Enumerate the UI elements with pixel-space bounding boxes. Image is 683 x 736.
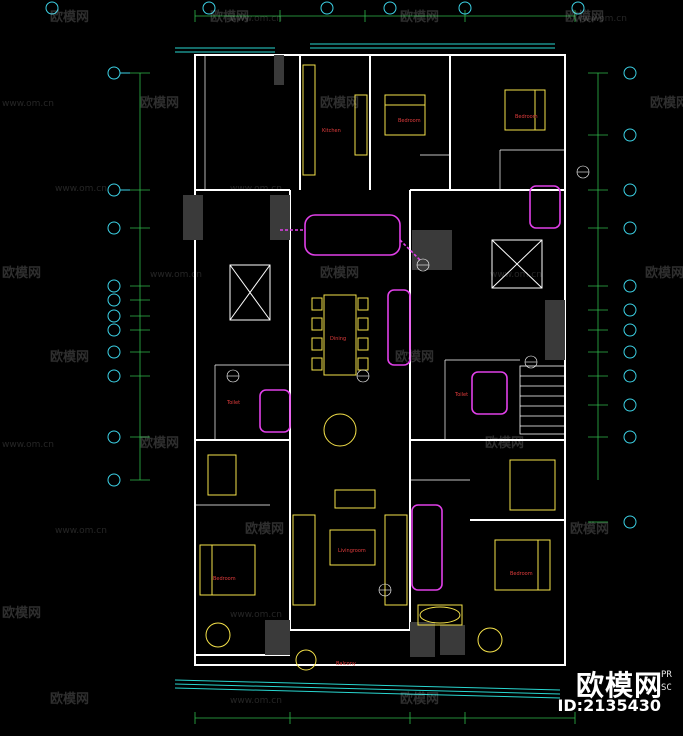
title-block-scale: SC [661, 683, 672, 693]
room-label-toilet-w: Toilet [226, 400, 240, 406]
interior-lines [195, 55, 565, 506]
room-label-bedroom-ne: Bedroom [515, 114, 538, 120]
brand-id: ID:2135430 [557, 696, 661, 715]
room-label-living: Livingroom [338, 548, 366, 554]
detail-tag [576, 165, 590, 179]
detail-tags [226, 165, 590, 597]
detail-tag [378, 583, 392, 597]
axis-bubbles-left [107, 66, 130, 487]
room-label-bedroom-se: Bedroom [510, 571, 533, 577]
axis-bubbles-top [45, 1, 585, 15]
room-label-toilet-e: Toilet [454, 392, 468, 398]
wall-fills [183, 55, 565, 657]
room-label-kitchen: Kitchen [322, 128, 341, 134]
detail-tag [524, 355, 538, 369]
detail-tag [416, 258, 430, 272]
stairs [519, 365, 566, 435]
furniture [199, 64, 556, 671]
dimension-lines [139, 10, 599, 724]
room-label-master-bedroom: Bedroom [398, 118, 421, 124]
detail-tag [356, 369, 370, 383]
room-label-dining: Dining [330, 336, 346, 342]
room-label-bedroom-sw: Bedroom [213, 576, 236, 582]
room-labels: Kitchen Bedroom Bedroom Dining Livingroo… [213, 114, 538, 667]
detail-tag [226, 369, 240, 383]
windows [174, 43, 561, 699]
room-label-balcony: Balcony [336, 661, 356, 667]
elevator-shafts [229, 239, 543, 321]
title-block-label: PR [661, 670, 672, 680]
axis-bubbles-right [623, 66, 637, 529]
detail-highlights [259, 185, 561, 591]
brand-logo: 欧模网 [575, 669, 663, 702]
